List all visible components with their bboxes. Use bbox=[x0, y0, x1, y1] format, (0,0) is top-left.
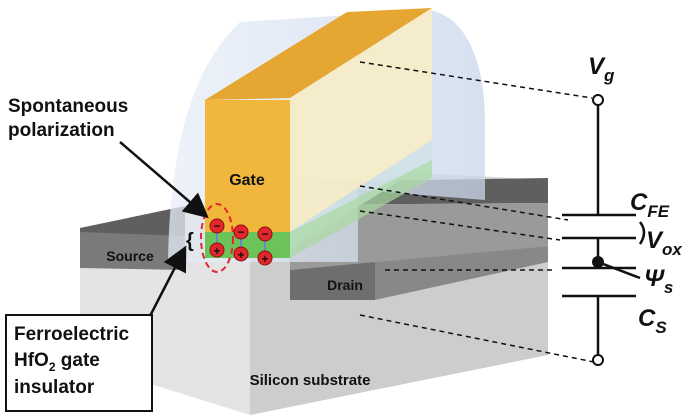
guide-lines bbox=[359, 61, 595, 363]
surface-node bbox=[592, 256, 604, 268]
svg-text:HfO2 gate: HfO2 gate bbox=[14, 350, 100, 374]
source-label: Source bbox=[106, 248, 154, 264]
drain-label: Drain bbox=[327, 277, 363, 293]
capacitor-circuit bbox=[562, 104, 646, 356]
dipole-2: − + bbox=[233, 224, 249, 262]
ground-terminal bbox=[592, 354, 604, 366]
gate-side bbox=[290, 8, 432, 232]
substrate-front bbox=[80, 258, 250, 415]
svg-text:−: − bbox=[213, 219, 220, 233]
dipoles: − + − + − + bbox=[209, 218, 273, 266]
spontaneous-polarization-label: Spontaneous polarization bbox=[8, 96, 134, 141]
vg-label: Vg bbox=[588, 53, 615, 85]
substrate-label: Silicon substrate bbox=[250, 372, 371, 389]
svg-text:+: + bbox=[237, 248, 244, 262]
gate-label: Gate bbox=[229, 172, 265, 189]
svg-text:−: − bbox=[237, 225, 244, 239]
vox-label: Vox bbox=[646, 227, 683, 259]
dipole-3: − + bbox=[257, 226, 273, 266]
vg-terminal bbox=[592, 94, 604, 106]
ferroelectric-callout: Ferroelectric HfO2 gate insulator bbox=[5, 314, 153, 412]
svg-text:Ferroelectric: Ferroelectric bbox=[14, 324, 130, 345]
svg-text:+: + bbox=[261, 252, 268, 266]
svg-text:insulator: insulator bbox=[14, 377, 95, 398]
gate-front bbox=[205, 100, 290, 232]
cfe-label: CFE bbox=[630, 189, 670, 221]
ferroelectric-bracket: { bbox=[186, 230, 194, 252]
ferroelectric-arrow bbox=[148, 245, 187, 317]
svg-text:−: − bbox=[261, 227, 268, 241]
source-region bbox=[80, 206, 185, 270]
polarization-highlight bbox=[200, 203, 234, 273]
psis-label: Ψs bbox=[644, 265, 673, 297]
cs-label: CS bbox=[638, 305, 667, 337]
dipole-1: − + bbox=[209, 218, 225, 258]
gate-top bbox=[205, 8, 432, 100]
svg-text:+: + bbox=[213, 244, 220, 258]
spontaneous-arrow bbox=[119, 141, 209, 219]
